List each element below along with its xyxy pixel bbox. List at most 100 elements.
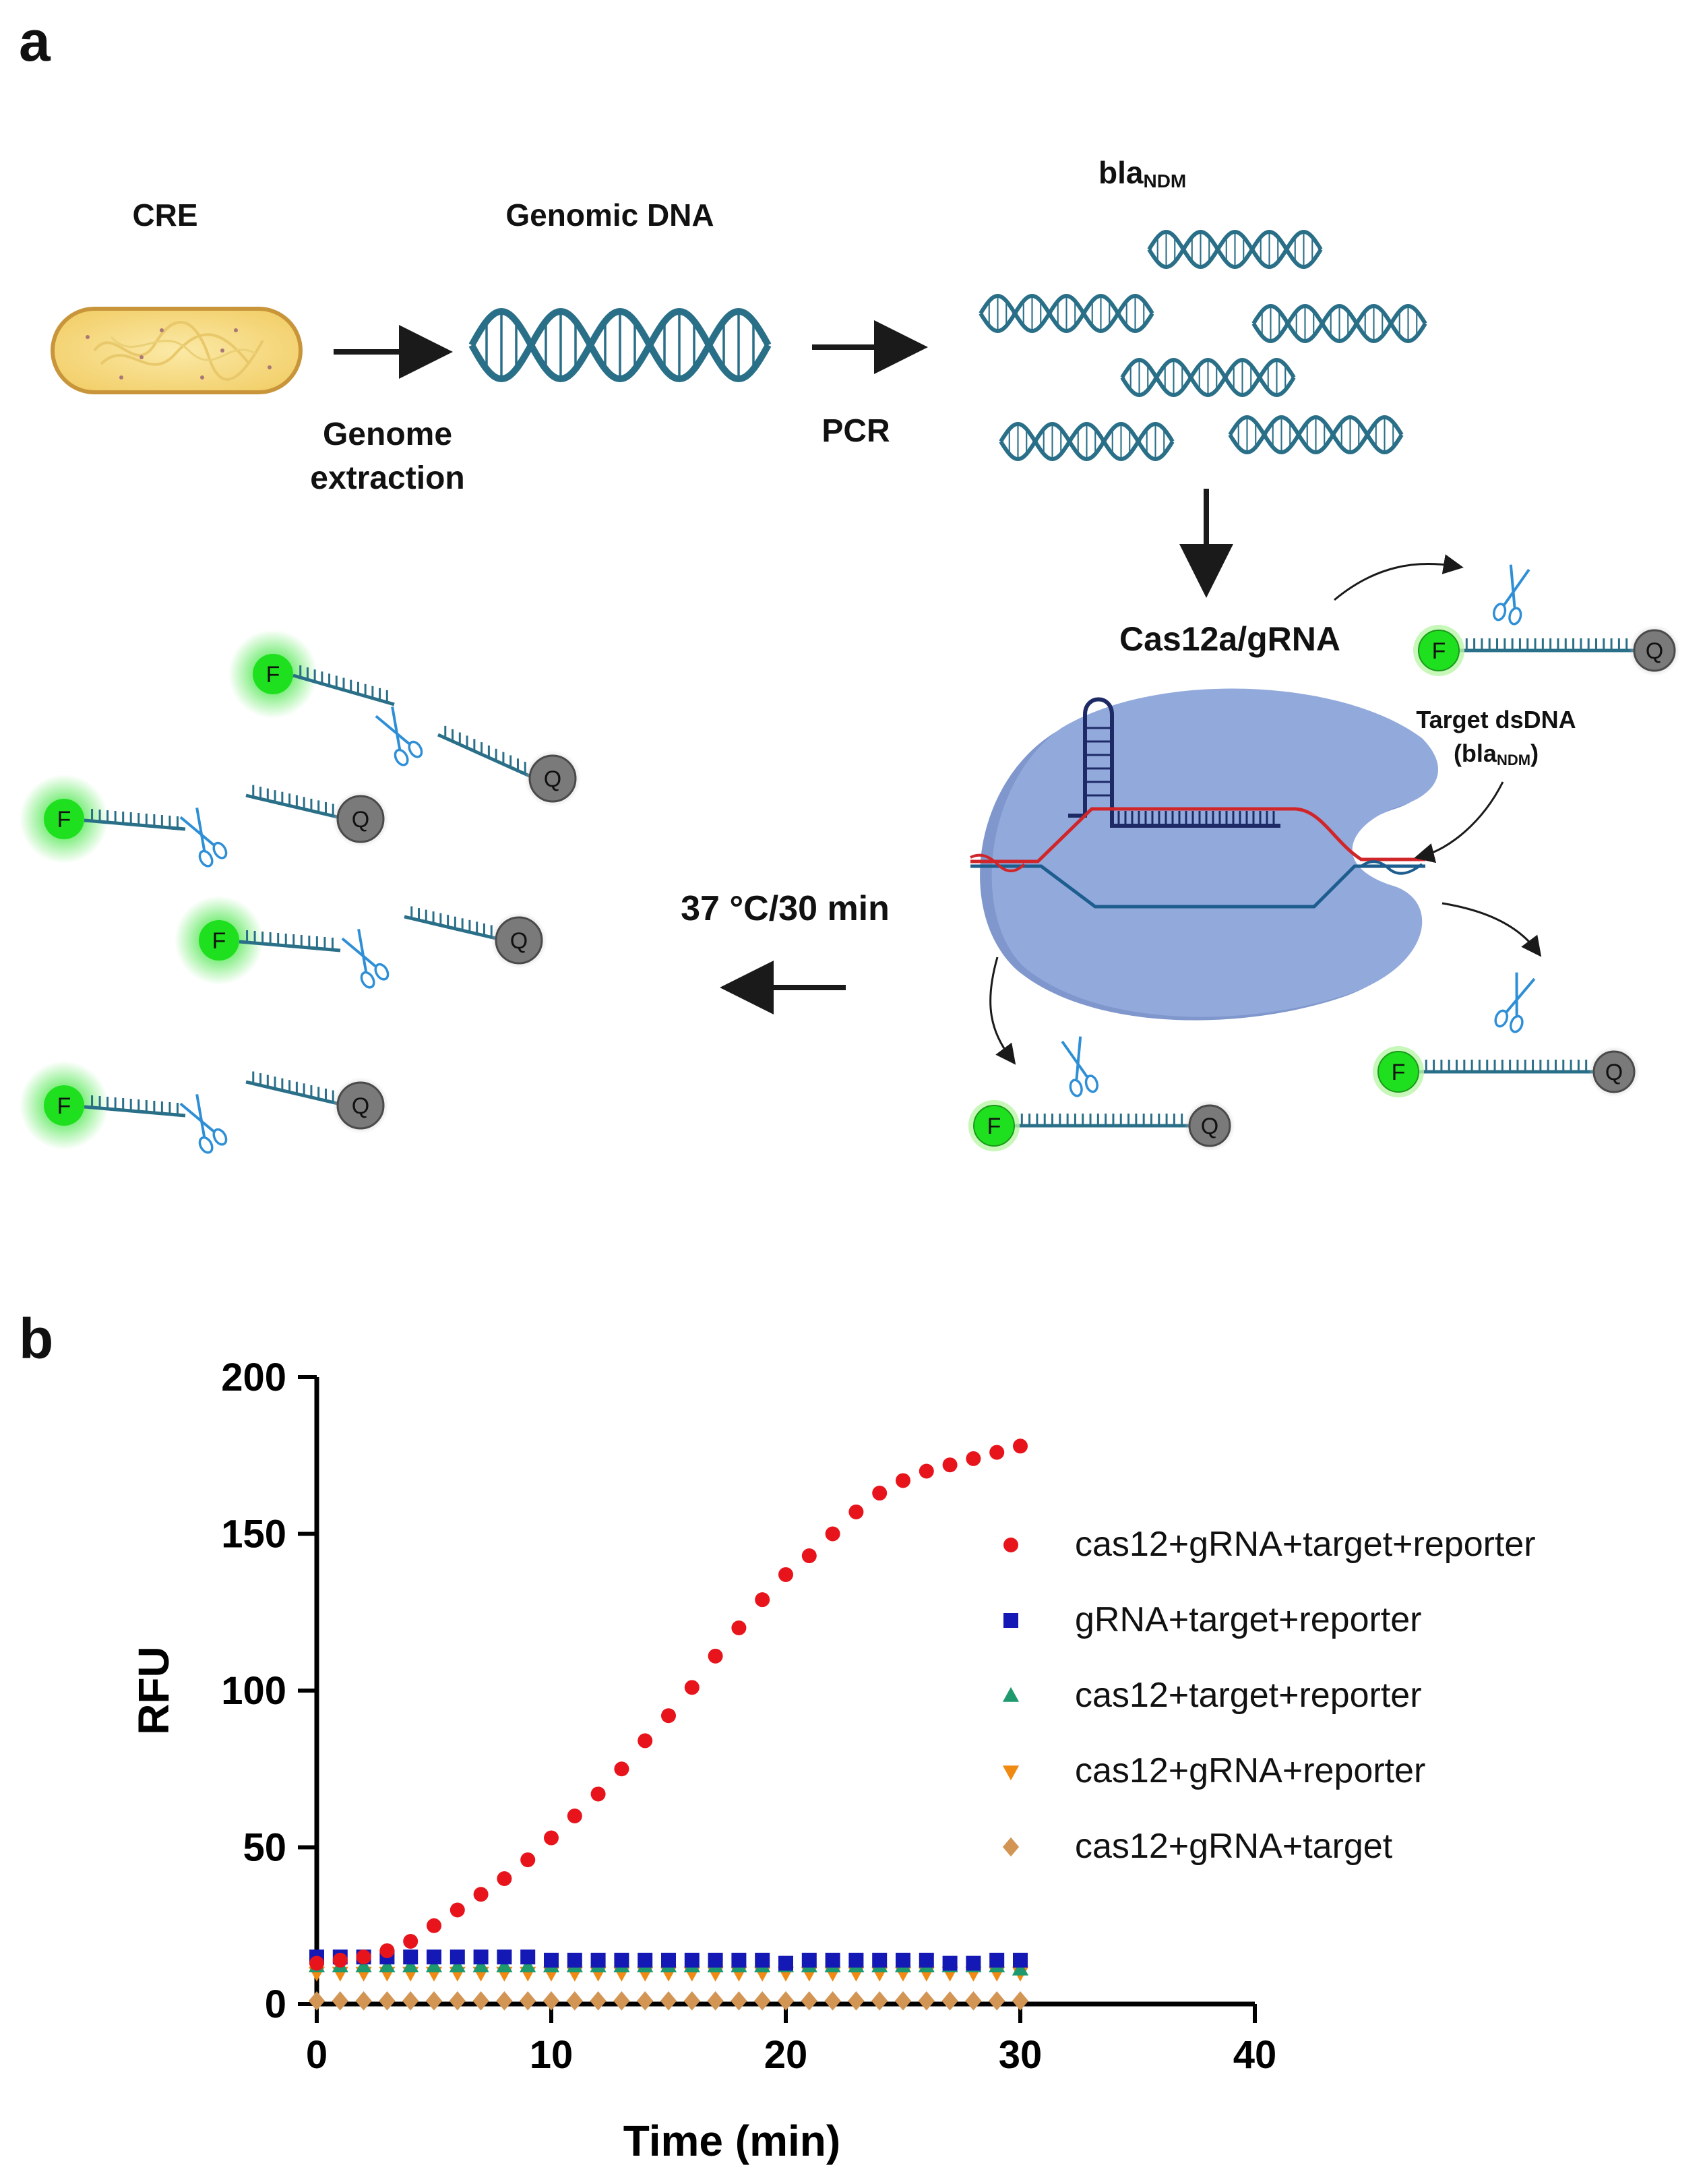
legend-label: gRNA+target+reporter	[1075, 1600, 1422, 1639]
extraction-label: extraction	[310, 460, 464, 496]
quench-letter: Q	[352, 1093, 369, 1119]
data-point	[450, 1949, 465, 1965]
fluor-letter: F	[987, 1114, 1001, 1139]
data-point	[754, 1991, 771, 2011]
amplicon-helix	[979, 293, 1154, 334]
fluor-letter: F	[1432, 638, 1446, 664]
data-point	[660, 1991, 677, 2011]
fluor-letter: F	[57, 807, 71, 832]
data-point	[941, 1991, 958, 2011]
data-point	[778, 1567, 793, 1582]
data-point	[1012, 1960, 1029, 1976]
legend-item: cas12+gRNA+target+reporter	[1003, 1525, 1536, 1564]
data-point	[402, 1958, 419, 1972]
quench-letter: Q	[1605, 1060, 1623, 1085]
fluor-letter: F	[212, 928, 226, 954]
fluorophore-icon	[253, 654, 293, 694]
data-point	[355, 1991, 372, 2011]
amplicon-helix	[1251, 303, 1427, 344]
data-point	[801, 1991, 817, 2011]
data-point	[942, 1457, 958, 1473]
x-tick-label: 40	[1233, 2033, 1277, 2077]
cleaved-reporter: FQ	[228, 630, 581, 807]
data-point	[542, 1991, 560, 2011]
data-point	[778, 1955, 793, 1971]
amplicon-helix	[1120, 357, 1296, 398]
data-point	[403, 1934, 418, 1949]
legend-item: gRNA+target+reporter	[1003, 1600, 1422, 1639]
data-point	[707, 1991, 724, 2011]
data-point	[661, 1708, 676, 1724]
data-point	[590, 1786, 606, 1802]
data-point	[379, 1991, 396, 2011]
data-point	[894, 1991, 912, 2011]
amplicon-helix	[999, 421, 1175, 462]
curved-arrows	[989, 554, 1542, 1065]
data-point	[1013, 1438, 1028, 1454]
data-point	[590, 1991, 607, 2011]
quench-letter: Q	[1646, 638, 1663, 664]
panel-b-label: b	[19, 1307, 53, 1370]
legend-item: cas12+target+reporter	[1002, 1676, 1422, 1715]
legend-label: cas12+gRNA+target+reporter	[1075, 1525, 1536, 1564]
data-point	[425, 1991, 443, 2011]
quench-letter: Q	[544, 766, 561, 792]
genomic-dna-label: Genomic DNA	[505, 198, 714, 233]
fluorophore-icon	[199, 920, 239, 961]
data-point	[332, 1952, 348, 1968]
target-bla-label: (blaNDM)	[1454, 739, 1539, 768]
data-point	[848, 1952, 864, 1968]
data-point	[472, 1958, 489, 1972]
legend-marker	[1002, 1765, 1020, 1781]
scissors-icon	[1493, 564, 1530, 626]
data-point	[473, 1949, 489, 1965]
data-point	[449, 1991, 466, 2011]
data-point	[638, 1733, 653, 1749]
data-point	[801, 1952, 817, 1968]
genome-label: Genome	[323, 417, 452, 452]
quencher-icon	[1188, 1104, 1231, 1147]
quench-letter: Q	[352, 807, 369, 832]
legend-label: cas12+target+reporter	[1075, 1676, 1422, 1715]
panel-a-label: a	[19, 9, 51, 73]
scissors-icon	[179, 1094, 228, 1154]
data-point	[708, 1648, 723, 1664]
data-point	[425, 1958, 443, 1972]
fluorophore-icon	[1418, 630, 1460, 671]
cas12a-label: Cas12a/gRNA	[1119, 620, 1340, 658]
data-point	[848, 1991, 865, 2011]
legend-marker	[1003, 1613, 1018, 1628]
data-point	[872, 1486, 888, 1501]
legend-marker	[1003, 1538, 1018, 1552]
x-tick-label: 10	[530, 2033, 574, 2077]
data-point	[567, 1952, 582, 1968]
series-4	[308, 1991, 1029, 2011]
data-point	[989, 1991, 1005, 2011]
data-point	[801, 1548, 817, 1564]
quencher-icon	[336, 795, 385, 843]
data-point	[684, 1680, 700, 1695]
amplicon-helices	[979, 229, 1427, 462]
y-tick-label: 50	[243, 1826, 286, 1870]
y-tick-label: 100	[221, 1669, 286, 1713]
data-point	[379, 1958, 396, 1972]
series-0	[309, 1438, 1028, 1971]
fluor-letter: F	[1392, 1060, 1406, 1085]
data-point	[777, 1991, 795, 2011]
data-point	[989, 1445, 1005, 1460]
data-point	[731, 1991, 747, 2011]
data-point	[614, 1952, 629, 1968]
data-point	[684, 1952, 700, 1968]
data-point	[544, 1830, 559, 1846]
data-point	[896, 1952, 910, 1968]
scissors-icon	[341, 929, 390, 989]
scissors-icon	[179, 808, 228, 868]
data-point	[590, 1952, 606, 1968]
data-point	[496, 1958, 513, 1972]
data-point	[966, 1955, 981, 1971]
data-point	[355, 1958, 372, 1972]
